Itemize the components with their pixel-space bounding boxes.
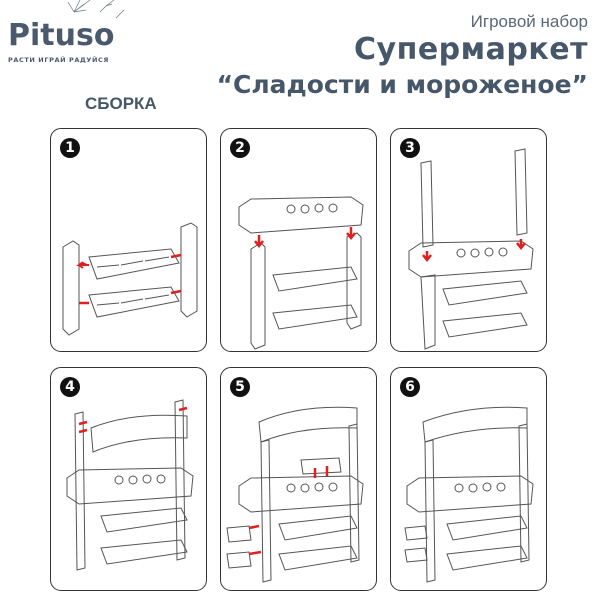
step-panel-1: 1 <box>50 128 207 352</box>
product-name: “Сладости и мороженое” <box>216 70 588 99</box>
step-number-badge: 6 <box>400 377 420 397</box>
sign-board-attach-illustration <box>51 368 208 592</box>
product-title: Супермаркет <box>354 32 588 67</box>
step-panel-6: 6 <box>390 367 547 591</box>
product-subtitle: Игровой набор <box>470 12 588 31</box>
step-panel-4: 4 <box>50 367 207 591</box>
step-number-badge: 3 <box>400 138 420 158</box>
step-panel-5: 5 <box>220 367 377 591</box>
counter-top-attach-illustration <box>221 129 378 353</box>
shelves-attach-sides-illustration <box>51 129 208 353</box>
step-number-badge: 5 <box>230 377 250 397</box>
logo-wordmark: Pituso <box>8 18 115 53</box>
logo-tagline: РАСТИ ИГРАЙ РАДУЙСЯ <box>8 56 109 64</box>
step-number-badge: 4 <box>60 377 80 397</box>
side-baskets-and-scale-attach-illustration <box>221 368 378 592</box>
posts-insert-illustration <box>391 129 548 353</box>
assembled-stand-illustration <box>391 368 548 592</box>
brand-logo: Pituso РАСТИ ИГРАЙ РАДУЙСЯ <box>6 0 126 66</box>
step-panel-3: 3 <box>390 128 547 352</box>
step-number-badge: 1 <box>60 138 80 158</box>
section-title: СБОРКА <box>85 94 157 113</box>
step-number-badge: 2 <box>230 138 250 158</box>
dandelion-icon <box>67 0 125 19</box>
step-panel-2: 2 <box>220 128 377 352</box>
